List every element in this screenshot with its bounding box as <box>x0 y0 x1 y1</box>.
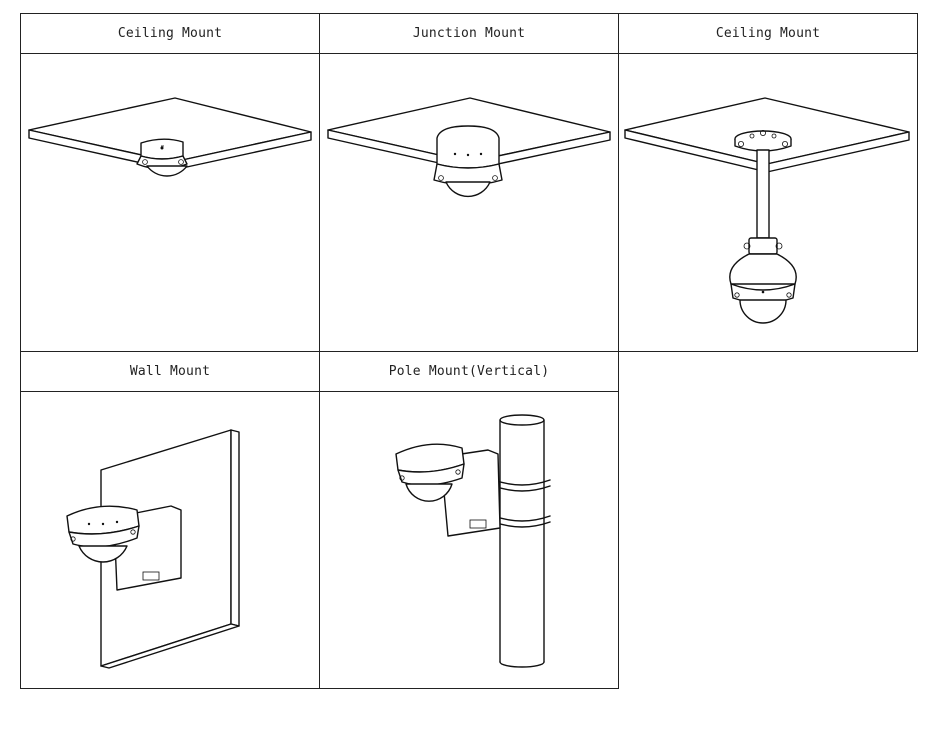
pendant-mount-drawing <box>624 97 910 324</box>
camera-dome <box>405 483 453 502</box>
mount-option-title: Pole Mount(Vertical) <box>320 352 618 392</box>
wall-mount-drawing <box>66 429 240 669</box>
pole-strap-lower-edge <box>493 521 551 528</box>
pole-strap-upper-edge <box>493 485 551 492</box>
junction-box <box>436 125 500 169</box>
wall-mount-illustration <box>21 392 319 688</box>
pole-strap-upper <box>493 479 551 486</box>
mount-option-ceiling-pendant: Ceiling Mount <box>618 13 918 352</box>
pendant-pole <box>756 149 770 239</box>
wall-edge <box>230 429 240 627</box>
mount-option-title: Wall Mount <box>21 352 319 392</box>
pendant-mount-illustration <box>619 54 917 351</box>
mount-option-pole-vertical: Pole Mount(Vertical) <box>319 351 619 689</box>
junction-mount-drawing <box>327 97 611 198</box>
pole-strap-lower <box>493 515 551 522</box>
camera-dome <box>739 299 787 324</box>
mount-option-title: Junction Mount <box>320 14 618 54</box>
pole-top <box>499 414 545 426</box>
camera-dome <box>78 545 128 563</box>
pole-mount-drawing <box>395 414 551 668</box>
camera-dome <box>445 181 491 198</box>
camera-dome <box>146 165 188 177</box>
pole-bottom <box>499 661 545 668</box>
junction-mount-illustration <box>320 54 618 351</box>
mount-option-title: Ceiling Mount <box>619 14 917 54</box>
mount-option-wall: Wall Mount <box>20 351 320 689</box>
mount-option-junction: Junction Mount <box>319 13 619 352</box>
mount-option-title: Ceiling Mount <box>21 14 319 54</box>
pendant-housing <box>729 253 797 285</box>
mount-option-ceiling: Ceiling Mount <box>20 13 320 352</box>
pendant-adapter <box>748 237 778 255</box>
ceiling-mount-drawing <box>28 97 312 177</box>
pole-mount-illustration <box>320 392 618 688</box>
ceiling-mount-illustration <box>21 54 319 351</box>
wall-bottom-edge <box>100 623 240 669</box>
